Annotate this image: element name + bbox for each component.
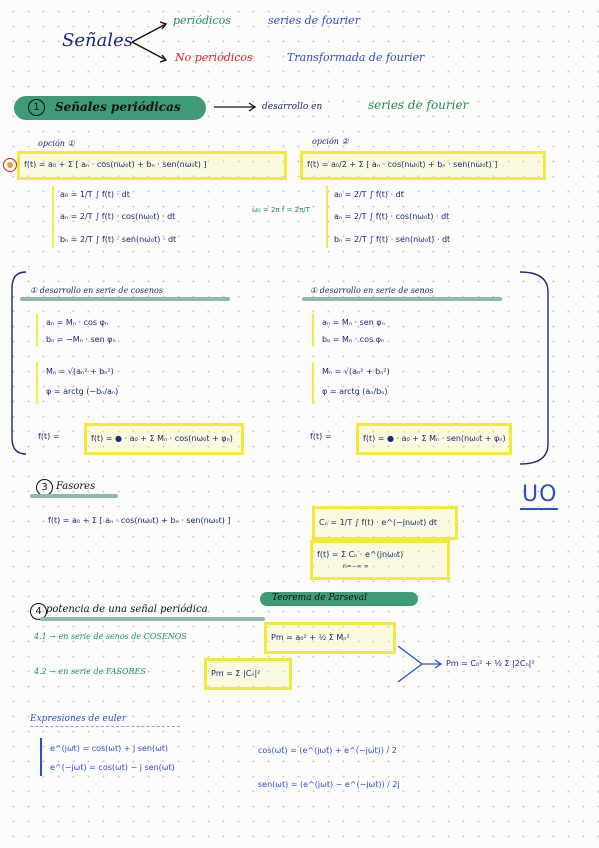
option1-a0: a₀ = 1/T ∫ f(t) · dt [60,190,130,199]
section4-item1-formula: Pm = a₀² + ½ Σ Mₙ² [271,633,350,642]
section3-underline [30,494,118,498]
section4-item2-label: 4.2 → en serie de FASORES [34,667,146,676]
nonperiodic-method: Transformada de fourier [287,51,425,64]
sines-bracket1 [312,313,314,347]
sines-an: aₙ = Mₙ · sen φₙ [322,318,385,327]
option1-bracket [52,186,54,248]
euler-e-neg: e^(−jωt) = cos(ωt) − j sen(ωt) [50,763,175,772]
euler-cos: cos(ωt) = (e^(jωt) + e^(−jωt)) / 2 [258,746,397,755]
section3-cn-box: Cₙ = 1/T ∫ f(t) · e^(−jnω₀t) dt [312,506,458,540]
left-big-bracket [11,271,27,455]
merge-arrows-icon [397,645,443,683]
nonperiodic-label: No periódicos [175,51,253,64]
option1-formula-box: f(t) = a₀ + Σ [ aₙ · cos(nω₀t) + bₙ · se… [17,151,287,180]
section3-sum-range: n=−∞ ∞ [343,563,369,570]
option2-label: opción ② [312,137,349,146]
option2-formula-box: f(t) = a₀/2 + Σ [ aₙ · cos(nω₀t) + bₙ · … [300,151,546,180]
split-arrows-icon [131,21,168,63]
section4-item2-box: Pm = Σ |Cₙ|² [204,658,292,690]
euler-e-pos: e^(jωt) = cos(ωt) + j sen(ωt) [50,744,169,753]
cosines-Mn: Mₙ = √(aₙ² + bₙ²) [46,367,114,376]
euler-title: Expresiones de euler [30,714,127,724]
page-title: Señales [62,30,133,51]
cosines-formula-box: f(t) = ● · a₀ + Σ Mₙ · cos(nω₀t + φₙ) [84,423,244,455]
section1-pill [14,96,206,120]
sines-underline [302,297,502,301]
cosines-underline [20,297,230,301]
right-big-bracket [519,271,549,465]
arrow-right-icon [214,102,257,112]
sines-formula: f(t) = ● · a₀ + Σ Mₙ · sen(nω₀t + φₙ) [363,434,506,443]
section1-arrow-text: desarrollo en [262,102,323,112]
option1-formula: f(t) = a₀ + Σ [ aₙ · cos(nω₀t) + bₙ · se… [24,160,207,169]
option1-an: aₙ = 2/T ∫ f(t) · cos(nω₀t) · dt [60,212,176,221]
section3-formula: f(t) = a₀ + Σ [ aₙ · cos(nω₀t) + bₙ · se… [48,516,231,525]
cosines-formula: f(t) = ● · a₀ + Σ Mₙ · cos(nω₀t + φₙ) [91,434,233,443]
omega-note: ω₀ = 2π f = 2π/T [252,206,310,214]
euler-underline [30,726,180,728]
cosines-bracket2 [36,362,38,404]
section4-item1-label: 4.1 → en serie de senos de COSENOS [34,632,187,641]
sines-bn: bₙ = Mₙ · cos φₙ [322,335,385,344]
section3-title: Fasores [56,481,96,492]
section4-underline [40,617,265,621]
euler-bracket [40,738,42,776]
option2-a0: a₀ = 2/T ∫ f(t) · dt [334,190,404,199]
section3-cn: Cₙ = 1/T ∫ f(t) · e^(−jnω₀t) dt [319,518,437,527]
option1-label: opción ① [38,139,75,148]
cosines-bn: bₙ = −Mₙ · sen φₙ [46,335,116,344]
periodic-method: series de fourier [268,14,360,27]
option2-bracket [326,186,328,248]
euler-sen: sen(ωt) = (e^(jωt) − e^(−jωt)) / 2j [258,780,400,789]
sines-ft-prefix: f(t) = [310,432,332,441]
periodic-label: periódicos [173,14,231,27]
section4-item2-formula: Pm = Σ |Cₙ|² [211,669,261,678]
sines-Mn: Mₙ = √(aₙ² + bₙ²) [322,367,390,376]
section1-method: series de fourier [368,98,469,112]
sines-bracket2 [312,362,314,404]
side-label: UO [522,482,558,507]
option2-an: aₙ = 2/T ∫ f(t) · cos(nω₀t) · dt [334,212,450,221]
section3-ft-box: f(t) = Σ Cₙ · e^(jnω₀t) n=−∞ ∞ [310,540,450,580]
sines-formula-box: f(t) = ● · a₀ + Σ Mₙ · sen(nω₀t + φₙ) [356,423,512,455]
sines-phi: φ = arctg (aₙ/bₙ) [322,387,388,396]
section3-ft: f(t) = Σ Cₙ · e^(jnω₀t) [317,550,404,559]
option1-bn: bₙ = 2/T ∫ f(t) · sen(nω₀t) · dt [60,235,177,244]
side-label-underline [520,508,558,510]
option2-formula: f(t) = a₀/2 + Σ [ aₙ · cos(nω₀t) + bₙ · … [307,160,498,169]
cosines-title: ① desarrollo en serie de cosenos [30,286,163,295]
sines-title: ① desarrollo en serie de senos [310,286,434,295]
cosines-bracket1 [36,313,38,347]
theorem-pill [260,592,418,606]
section4-number: 4 [30,603,47,620]
cosines-phi: φ = arctg (−bₙ/aₙ) [46,387,119,396]
section1-number: 1 [28,99,45,116]
section1-title: Señales periódicas [55,100,181,114]
cosines-ft-prefix: f(t) = [38,432,60,441]
section4-result: Pm = C₀² + ½ Σ |2Cₙ|² [446,659,535,668]
cosines-an: aₙ = Mₙ · cos φₙ [46,318,109,327]
section4-title: potencia de una señal periódica [46,604,208,615]
option2-bn: bₙ = 2/T ∫ f(t) · sen(nω₀t) · dt [334,235,451,244]
section4-item1-box: Pm = a₀² + ½ Σ Mₙ² [264,622,396,654]
option1-marker [3,158,17,172]
theorem-label: Teorema de Parseval [272,593,367,603]
